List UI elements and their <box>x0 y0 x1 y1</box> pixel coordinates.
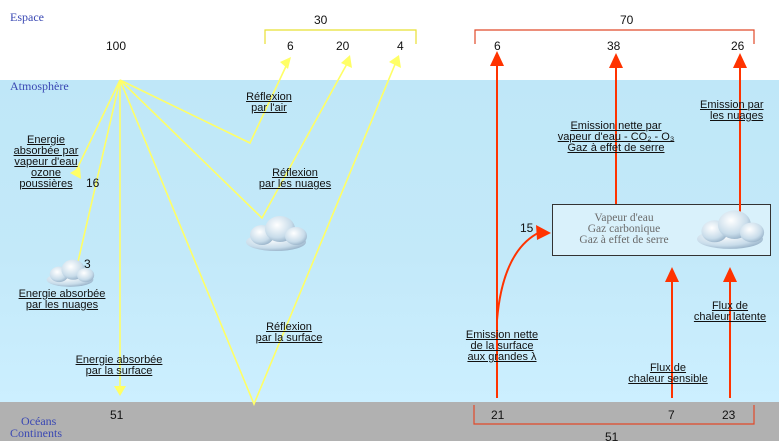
terrestrial-arrowheads <box>490 51 747 282</box>
label-line: Energie absorbée <box>18 288 106 300</box>
bracket-reflected <box>264 29 417 44</box>
label-line: aux grandes λ <box>467 351 537 363</box>
absorbed-clouds-value: 3 <box>84 257 91 271</box>
emission-surface-label: Emission nette de la surface aux grandes… <box>452 330 552 363</box>
gas-box-text: Vapeur d'eau Gaz carbonique Gaz à effet … <box>561 212 687 246</box>
latent-heat-value: 23 <box>722 408 736 422</box>
continents-label: Continents <box>10 426 63 440</box>
incoming-value: 100 <box>106 39 127 53</box>
surface-total-value: 51 <box>605 430 619 441</box>
label-line: Emission par <box>700 99 764 111</box>
emission-gaz-label: Emission nette par vapeur d'eau - CO₂ - … <box>540 121 692 154</box>
label-line: Emission nette <box>465 329 539 341</box>
label-line: par l'air <box>251 102 287 114</box>
reflected-total-value: 30 <box>314 13 328 27</box>
bracket-emitted <box>474 29 755 44</box>
label-line: vapeur d'eau - CO₂ - O₃ <box>557 131 675 143</box>
label-line: de la surface <box>470 340 534 352</box>
cloud-box-icon <box>697 210 765 249</box>
bracket-surface <box>473 405 755 425</box>
label-line: Réflexion <box>266 321 312 333</box>
ground-zone <box>0 402 779 441</box>
sensible-heat-value: 7 <box>668 408 675 422</box>
label-line: les nuages <box>710 110 764 122</box>
label-line: poussières <box>19 178 73 190</box>
label-line: absorbée par <box>13 145 79 157</box>
reflexion-surface-label: Réflexion par la surface <box>240 322 338 344</box>
reflexion-nuages-label: Réflexion par les nuages <box>243 168 347 190</box>
terrestrial-arrows <box>496 64 741 398</box>
label-line: vapeur d'eau <box>14 156 78 168</box>
label-line: chaleur sensible <box>628 373 708 385</box>
emitted-surface-value: 6 <box>494 39 501 53</box>
surface-longwave-value: 21 <box>491 408 505 422</box>
emitted-clouds-value: 26 <box>731 39 745 53</box>
atmosphere-label: Atmosphère <box>10 79 69 93</box>
label-line: par la surface <box>85 365 153 377</box>
solar-rays <box>73 61 397 407</box>
label-line: par les nuages <box>258 178 332 190</box>
emitted-total-value: 70 <box>620 13 634 27</box>
flux-sensible-label: Flux de chaleur sensible <box>616 363 720 385</box>
energie-vapeur-label: Energie absorbée par vapeur d'eau ozone … <box>6 135 86 190</box>
label-line: ozone <box>31 167 61 179</box>
space-label: Espace <box>10 10 44 24</box>
label-line: Energie <box>27 134 65 146</box>
label-line: par les nuages <box>25 299 99 311</box>
label-line: Flux de <box>711 300 749 312</box>
label-line: Flux de <box>649 362 687 374</box>
emission-nuages-label: Emission par les nuages <box>700 100 779 122</box>
flux-latente-label: Flux de chaleur latente <box>682 301 778 323</box>
reflected-air-value: 6 <box>287 39 294 53</box>
label-line: Energie absorbée <box>75 354 163 366</box>
gas-box-line: Gaz à effet de serre <box>579 234 669 246</box>
label-line: Emission nette par <box>570 120 662 132</box>
reflected-surface-value: 4 <box>397 39 404 53</box>
reflexion-air-label: Réflexion par l'air <box>232 92 306 114</box>
space-zone <box>0 0 779 80</box>
label-line: Réflexion <box>246 91 292 103</box>
emitted-gases-value: 38 <box>607 39 621 53</box>
label-line: par la surface <box>255 332 323 344</box>
label-line: Réflexion <box>272 167 318 179</box>
oceans-label: Océans <box>21 414 57 428</box>
cloud-reflection-icon <box>246 216 307 251</box>
absorbed-gases-value: 16 <box>86 176 100 190</box>
surface-to-gases-value: 15 <box>520 221 534 235</box>
gas-box-line: Gaz carbonique <box>587 223 661 235</box>
gas-box-line: Vapeur d'eau <box>594 212 654 224</box>
reflected-clouds-value: 20 <box>336 39 350 53</box>
energie-nuages-label: Energie absorbée par les nuages <box>4 289 120 311</box>
label-line: chaleur latente <box>693 311 767 323</box>
absorbed-surface-value: 51 <box>110 408 124 422</box>
energie-surface-label: Energie absorbée par la surface <box>58 355 180 377</box>
label-line: Gaz à effet de serre <box>567 142 665 154</box>
